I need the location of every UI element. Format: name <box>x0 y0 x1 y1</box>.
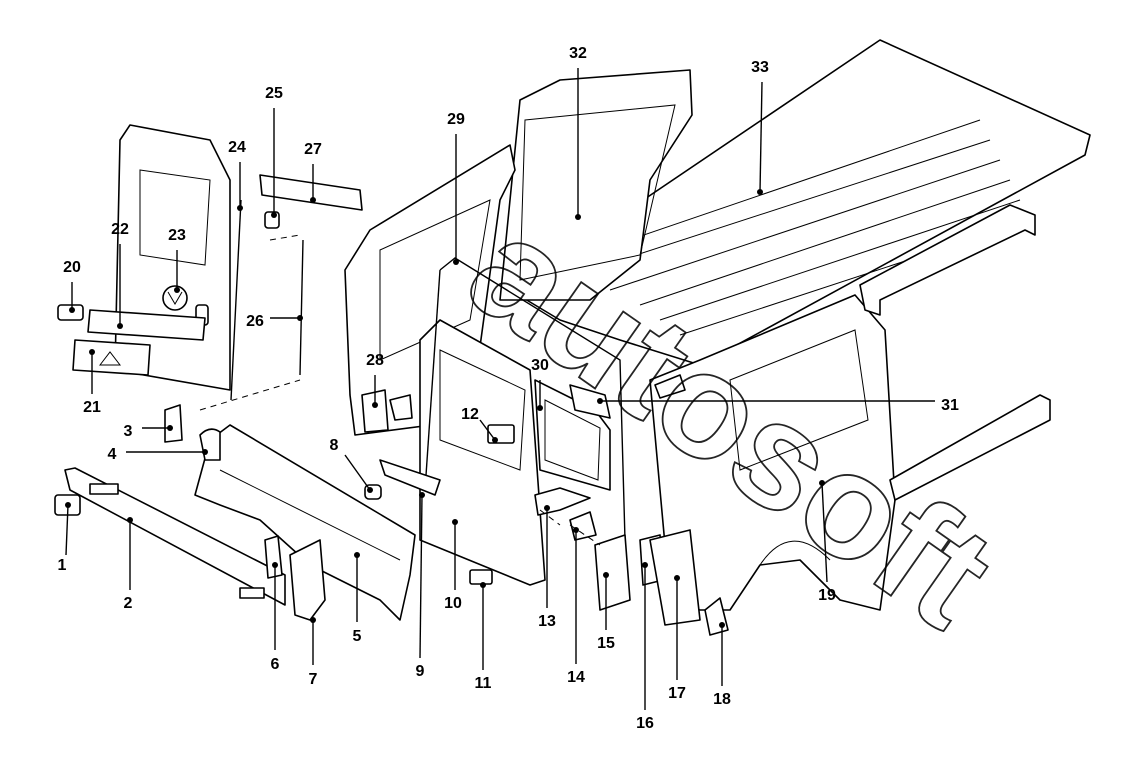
callout-label-11: 11 <box>475 675 492 692</box>
callout-label-24: 24 <box>228 139 246 156</box>
callout-leader-12 <box>479 419 496 441</box>
callout-label-16: 16 <box>636 715 654 732</box>
callout-dot-17 <box>674 575 680 581</box>
callout-label-4: 4 <box>108 446 117 463</box>
callout-label-33: 33 <box>751 59 769 76</box>
callout-label-28: 28 <box>366 352 384 369</box>
callout-dot-7 <box>310 617 316 623</box>
callout-dot-14 <box>573 527 579 533</box>
callout-dot-6 <box>272 562 278 568</box>
callout-dot-23 <box>174 287 180 293</box>
callout-dot-31 <box>597 398 603 404</box>
callout-dot-27 <box>310 197 316 203</box>
callout-label-3: 3 <box>124 423 133 440</box>
callout-dot-10 <box>452 519 458 525</box>
seal-29 <box>424 257 626 541</box>
callout-leader-8 <box>344 454 371 491</box>
callout-label-14: 14 <box>567 669 585 686</box>
callout-dot-33 <box>757 189 763 195</box>
callout-dot-9 <box>419 492 425 498</box>
callout-dot-29 <box>453 259 459 265</box>
callout-dot-24 <box>237 205 243 211</box>
callout-label-15: 15 <box>597 635 615 652</box>
callout-leader-19 <box>821 482 828 583</box>
rear-cross-member <box>194 424 416 621</box>
callout-dot-1 <box>65 502 71 508</box>
callout-dot-32 <box>575 214 581 220</box>
callout-dot-18 <box>719 622 725 628</box>
callout-dot-2 <box>127 517 133 523</box>
callout-dot-20 <box>69 307 75 313</box>
callout-dot-19 <box>819 480 825 486</box>
callout-label-25: 25 <box>265 85 283 102</box>
callout-dot-4 <box>202 449 208 455</box>
callout-label-8: 8 <box>330 437 339 454</box>
callout-dot-13 <box>544 505 550 511</box>
rear-corner-panel <box>499 69 693 301</box>
callout-label-5: 5 <box>353 628 362 645</box>
callout-label-18: 18 <box>713 691 731 708</box>
callout-dot-21 <box>89 349 95 355</box>
callout-label-1: 1 <box>58 557 67 574</box>
roof-panel <box>509 39 1091 366</box>
callout-dot-3 <box>167 425 173 431</box>
callout-label-23: 23 <box>168 227 186 244</box>
callout-dot-12 <box>492 437 498 443</box>
callout-label-9: 9 <box>416 663 425 680</box>
callout-label-30: 30 <box>531 357 549 374</box>
callout-label-27: 27 <box>304 141 322 158</box>
callout-dot-15 <box>603 572 609 578</box>
callout-dot-5 <box>354 552 360 558</box>
callout-dot-26 <box>297 315 303 321</box>
rear-bumper <box>64 467 286 606</box>
callout-label-26: 26 <box>246 313 264 330</box>
callout-label-20: 20 <box>63 259 81 276</box>
callout-dot-30 <box>537 405 543 411</box>
callout-dot-16 <box>642 562 648 568</box>
callout-label-2: 2 <box>124 595 133 612</box>
callout-dot-25 <box>271 212 277 218</box>
callout-label-21: 21 <box>83 399 101 416</box>
side-rails <box>859 204 1051 501</box>
callout-label-29: 29 <box>447 111 465 128</box>
callout-dot-8 <box>367 487 373 493</box>
callout-dot-11 <box>480 582 486 588</box>
callout-label-7: 7 <box>309 671 318 688</box>
callout-label-19: 19 <box>818 587 836 604</box>
side-body-panel <box>649 294 896 611</box>
callout-label-13: 13 <box>538 613 556 630</box>
callout-label-22: 22 <box>111 221 129 238</box>
rods-and-dashes <box>199 199 601 546</box>
callout-label-10: 10 <box>444 595 462 612</box>
callout-label-17: 17 <box>668 685 686 702</box>
callout-label-12: 12 <box>461 406 479 423</box>
callout-label-31: 31 <box>941 397 959 414</box>
callout-leader-33 <box>759 81 763 193</box>
callout-leader-1 <box>65 504 69 556</box>
callout-dot-22 <box>117 323 123 329</box>
callout-label-32: 32 <box>569 45 587 62</box>
callout-label-6: 6 <box>271 656 280 673</box>
callout-dot-28 <box>372 402 378 408</box>
callout-leader-9 <box>419 494 423 659</box>
